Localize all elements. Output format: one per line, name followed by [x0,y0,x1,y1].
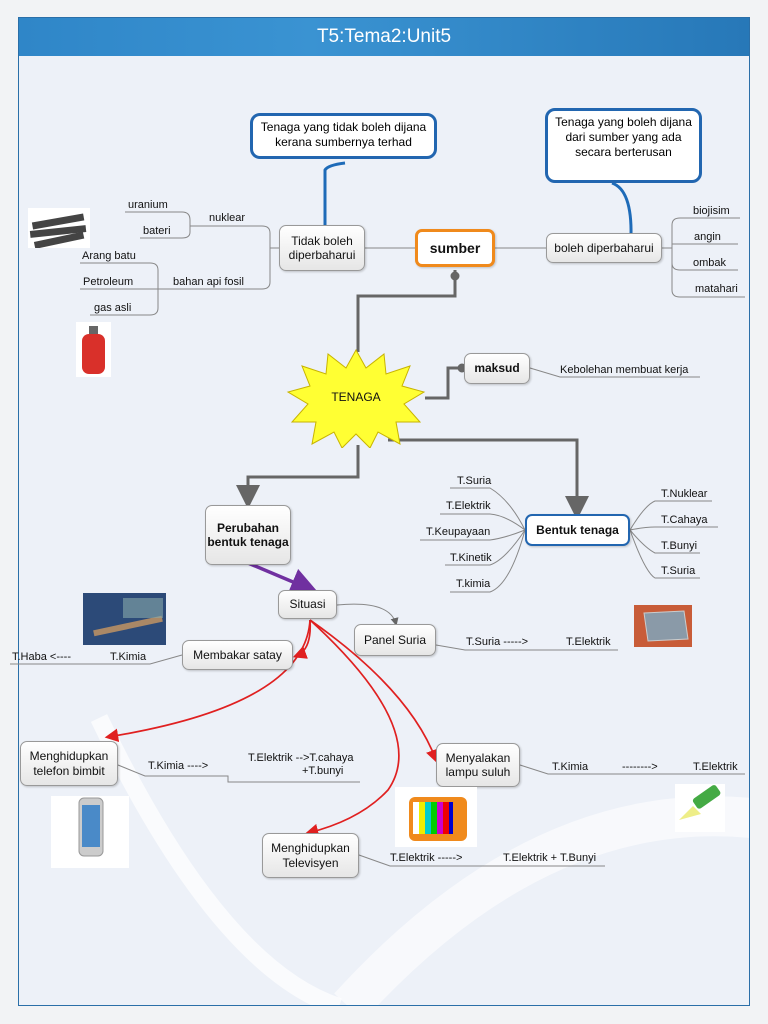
solar-panel-image [634,605,692,647]
conversion-text: T.Elektrik -->T.cahaya [248,752,354,764]
conversion-text: T.Elektrik + T.Bunyi [503,852,597,864]
conversion-text: T.Kimia ----> [148,760,209,772]
node-membakar-satay[interactable]: Membakar satay [182,640,293,670]
leaf-bahan-api-fosil: bahan api fosil [173,276,244,288]
leaf-gas-asli: gas asli [94,302,132,314]
node-tenaga[interactable]: TENAGA [331,390,381,404]
gas-cylinder-image [76,322,111,377]
node-telefon-bimbit[interactable]: Menghidupkan telefon bimbit [20,741,118,786]
conversion-text: T.Elektrik [693,761,738,773]
smartphone-image [51,796,129,868]
conversion-text: T.Kimia [110,651,147,663]
node-lampu-suluh[interactable]: Menyalakan lampu suluh [436,743,520,787]
node-situasi[interactable]: Situasi [278,590,337,619]
charcoal-image [28,208,90,249]
bentuk-left-item: T.Kinetik [450,552,492,564]
node-boleh-diperbaharui[interactable]: boleh diperbaharui [546,233,662,263]
conversion-text: T.Kimia [552,761,589,773]
bentuk-right-item: T.Suria [661,565,696,577]
leaf-renewable: matahari [695,283,738,295]
leaf-renewable: biojisim [693,205,730,217]
conversion-text: T.Haba <---- [12,651,71,663]
bentuk-right-item: T.Bunyi [661,540,698,552]
conversion-text: T.Suria -----> [466,636,529,648]
bentuk-left-item: T.Elektrik [446,500,491,512]
bentuk-left-item: T.kimia [456,578,491,590]
node-tidak-boleh-diperbaharui[interactable]: Tidak boleh diperbaharui [279,225,365,271]
bentuk-left-item: T.Suria [457,475,492,487]
node-televisyen[interactable]: Menghidupkan Televisyen [262,833,359,878]
callout-renewable: Tenaga yang boleh dijana dari sumber yan… [545,108,702,183]
node-maksud[interactable]: maksud [464,353,530,384]
bentuk-left-item: T.Keupayaan [426,526,491,538]
node-perubahan-bentuk-tenaga[interactable]: Perubahan bentuk tenaga [205,505,291,565]
leaf-renewable: angin [694,231,721,243]
node-panel-suria[interactable]: Panel Suria [354,624,436,656]
satay-grill-image [83,593,166,645]
maksud-definition: Kebolehan membuat kerja [560,364,689,376]
callout-non-renewable: Tenaga yang tidak boleh dijana kerana su… [250,113,437,159]
node-sumber[interactable]: sumber [415,229,495,267]
leaf-renewable: ombak [693,257,727,269]
leaf-arang-batu: Arang batu [82,250,136,262]
title-bar: T5:Tema2:Unit5 [19,18,749,56]
leaf-petroleum: Petroleum [83,276,134,288]
leaf-nuklear: nuklear [209,212,246,224]
conversion-text: T.Elektrik [566,636,611,648]
flashlight-image [675,784,725,832]
conversion-text: --------> [622,761,658,773]
conversion-text: +T.bunyi [302,765,344,777]
tenaga-star-icon [286,348,426,448]
bentuk-right-item: T.Nuklear [661,488,708,500]
node-bentuk-tenaga[interactable]: Bentuk tenaga [525,514,630,546]
conversion-text: T.Elektrik -----> [390,852,463,864]
bentuk-right-item: T.Cahaya [661,514,708,526]
leaf-bateri: bateri [143,225,171,237]
television-image [395,787,477,847]
leaf-uranium: uranium [128,199,168,211]
